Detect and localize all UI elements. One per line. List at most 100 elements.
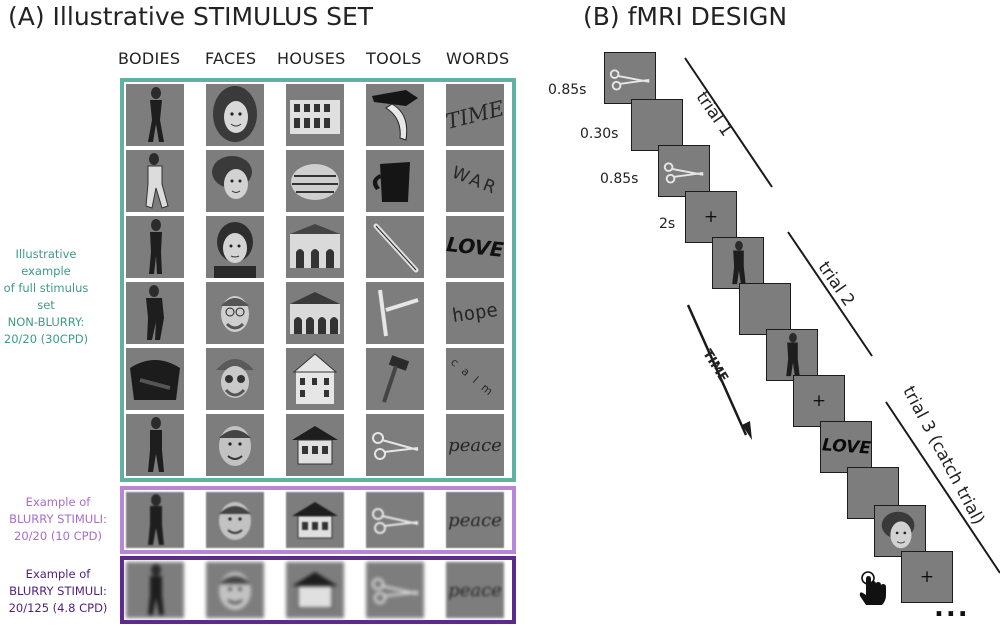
full-set-label: Illustrative example of full stimulus se… — [0, 246, 98, 348]
trial-3-bracket-line — [885, 401, 1000, 574]
stimulus-face — [206, 348, 264, 410]
very-blurry-stimulus-body — [126, 562, 184, 618]
duration-fixation: 2s — [659, 216, 676, 232]
stimulus-word-1: WAR — [446, 150, 504, 212]
tool-image — [372, 508, 419, 534]
blurry-10cpd-line-1: Example of — [25, 495, 91, 509]
body-image — [130, 360, 180, 400]
stimulus-body — [126, 414, 184, 476]
tool-image — [372, 578, 419, 604]
house-image — [292, 572, 338, 609]
panel-b-title: (B) fMRI DESIGN — [583, 2, 788, 31]
trial-2-stimulus-2 — [766, 329, 818, 381]
duration-stimulus-2: 0.85s — [600, 171, 639, 187]
stimulus-body — [126, 282, 184, 344]
blurry-4.8cpd-line-1: Example of — [25, 567, 91, 581]
tool-image — [372, 90, 418, 141]
time-arrow-shaft — [686, 304, 748, 436]
fixation-cross: + — [919, 567, 935, 587]
tool-image — [378, 289, 419, 337]
very-blurry-stimulus-word: peace — [446, 562, 504, 618]
face-image — [214, 222, 256, 278]
very-blurry-stimulus-house — [286, 562, 344, 618]
body-image — [149, 219, 162, 274]
stimulus-tool — [366, 414, 424, 476]
body-image — [148, 564, 164, 615]
trial-1-blank — [631, 99, 683, 151]
body-image — [148, 494, 164, 545]
tool-image — [372, 162, 410, 202]
stimulus-house — [286, 414, 344, 476]
blurry-10cpd-line-3: 20/20 (10 CPD) — [14, 529, 102, 543]
column-header-houses: HOUSES — [277, 49, 346, 68]
stimulus-word-2: LOVE — [446, 216, 504, 278]
stimulus-tool — [366, 282, 424, 344]
body-image — [148, 87, 164, 142]
stimulus-tool — [366, 84, 424, 146]
full-set-label-line-2: of full stimulus set — [3, 281, 89, 312]
blurry-stimulus-body — [126, 492, 184, 548]
stimulus-house — [286, 216, 344, 278]
stimulus-face — [206, 282, 264, 344]
blurry-4.8cpd-label: Example of BLURRY STIMULI: 20/125 (4.8 C… — [2, 566, 114, 617]
very-blurry-stimulus-tool — [366, 562, 424, 618]
stimulus-word-4: calm — [446, 348, 504, 410]
body-image — [732, 240, 746, 285]
blurry-10cpd-line-2: BLURRY STIMULI: — [9, 512, 107, 526]
stimulus-tool — [366, 348, 424, 410]
house-image — [290, 100, 340, 134]
house-image — [292, 426, 338, 465]
body-image — [786, 332, 800, 377]
trial-1-bracket-line — [684, 57, 773, 188]
tool-image — [372, 432, 419, 460]
blurry-4.8cpd-line-2: BLURRY STIMULI: — [9, 584, 107, 598]
column-header-words: WORDS — [446, 49, 510, 68]
stimulus-word-5: peace — [446, 414, 504, 476]
trial-2-blank — [739, 283, 791, 335]
duration-isi: 0.30s — [580, 126, 619, 142]
face-image — [221, 296, 249, 332]
blurry-stimulus-tool — [366, 492, 424, 548]
column-header-tools: TOOLS — [366, 49, 422, 68]
face-image — [881, 511, 915, 549]
trial-3-fixation: + — [901, 551, 953, 603]
blurry-stimulus-house — [286, 492, 344, 548]
blurry-stimulus-face — [206, 492, 264, 548]
face-image — [219, 572, 251, 610]
fixation-cross: + — [811, 391, 827, 411]
body-image — [148, 417, 164, 472]
button-press-hand-icon — [859, 571, 886, 605]
trial-2-bracket-line — [787, 231, 873, 357]
full-set-label-line-3: NON-BLURRY: — [7, 315, 85, 329]
stimulus-word-0: TIME — [446, 84, 504, 146]
stimulus-face — [206, 84, 264, 146]
stimulus-face — [206, 414, 264, 476]
stimulus-tool — [366, 150, 424, 212]
face-image — [216, 359, 254, 398]
stimulus-word-3: hope — [446, 282, 504, 344]
face-image — [219, 502, 251, 540]
stimulus-house — [286, 84, 344, 146]
blurry-10cpd-label: Example of BLURRY STIMULI: 20/20 (10 CPD… — [4, 494, 112, 545]
scissors-image — [609, 69, 650, 91]
full-set-label-line-1: Illustrative example — [15, 247, 77, 278]
stimulus-tool — [366, 216, 424, 278]
house-image — [292, 353, 338, 404]
very-blurry-stimulus-face — [206, 562, 264, 618]
column-header-bodies: BODIES — [118, 49, 181, 68]
column-header-faces: FACES — [205, 49, 257, 68]
house-image — [291, 164, 339, 200]
house-image — [290, 292, 340, 334]
blurry-word-peace: peace — [448, 509, 502, 531]
stimulus-body — [126, 84, 184, 146]
stimulus-house — [286, 150, 344, 212]
scissors-image — [663, 162, 704, 184]
very-blurry-word-peace: peace — [448, 579, 502, 601]
stimulus-house — [286, 348, 344, 410]
blurry-stimulus-word: peace — [446, 492, 504, 548]
tool-image — [373, 223, 419, 273]
stimulus-face — [206, 150, 264, 212]
face-image — [219, 426, 251, 466]
fixation-cross: + — [703, 207, 719, 227]
